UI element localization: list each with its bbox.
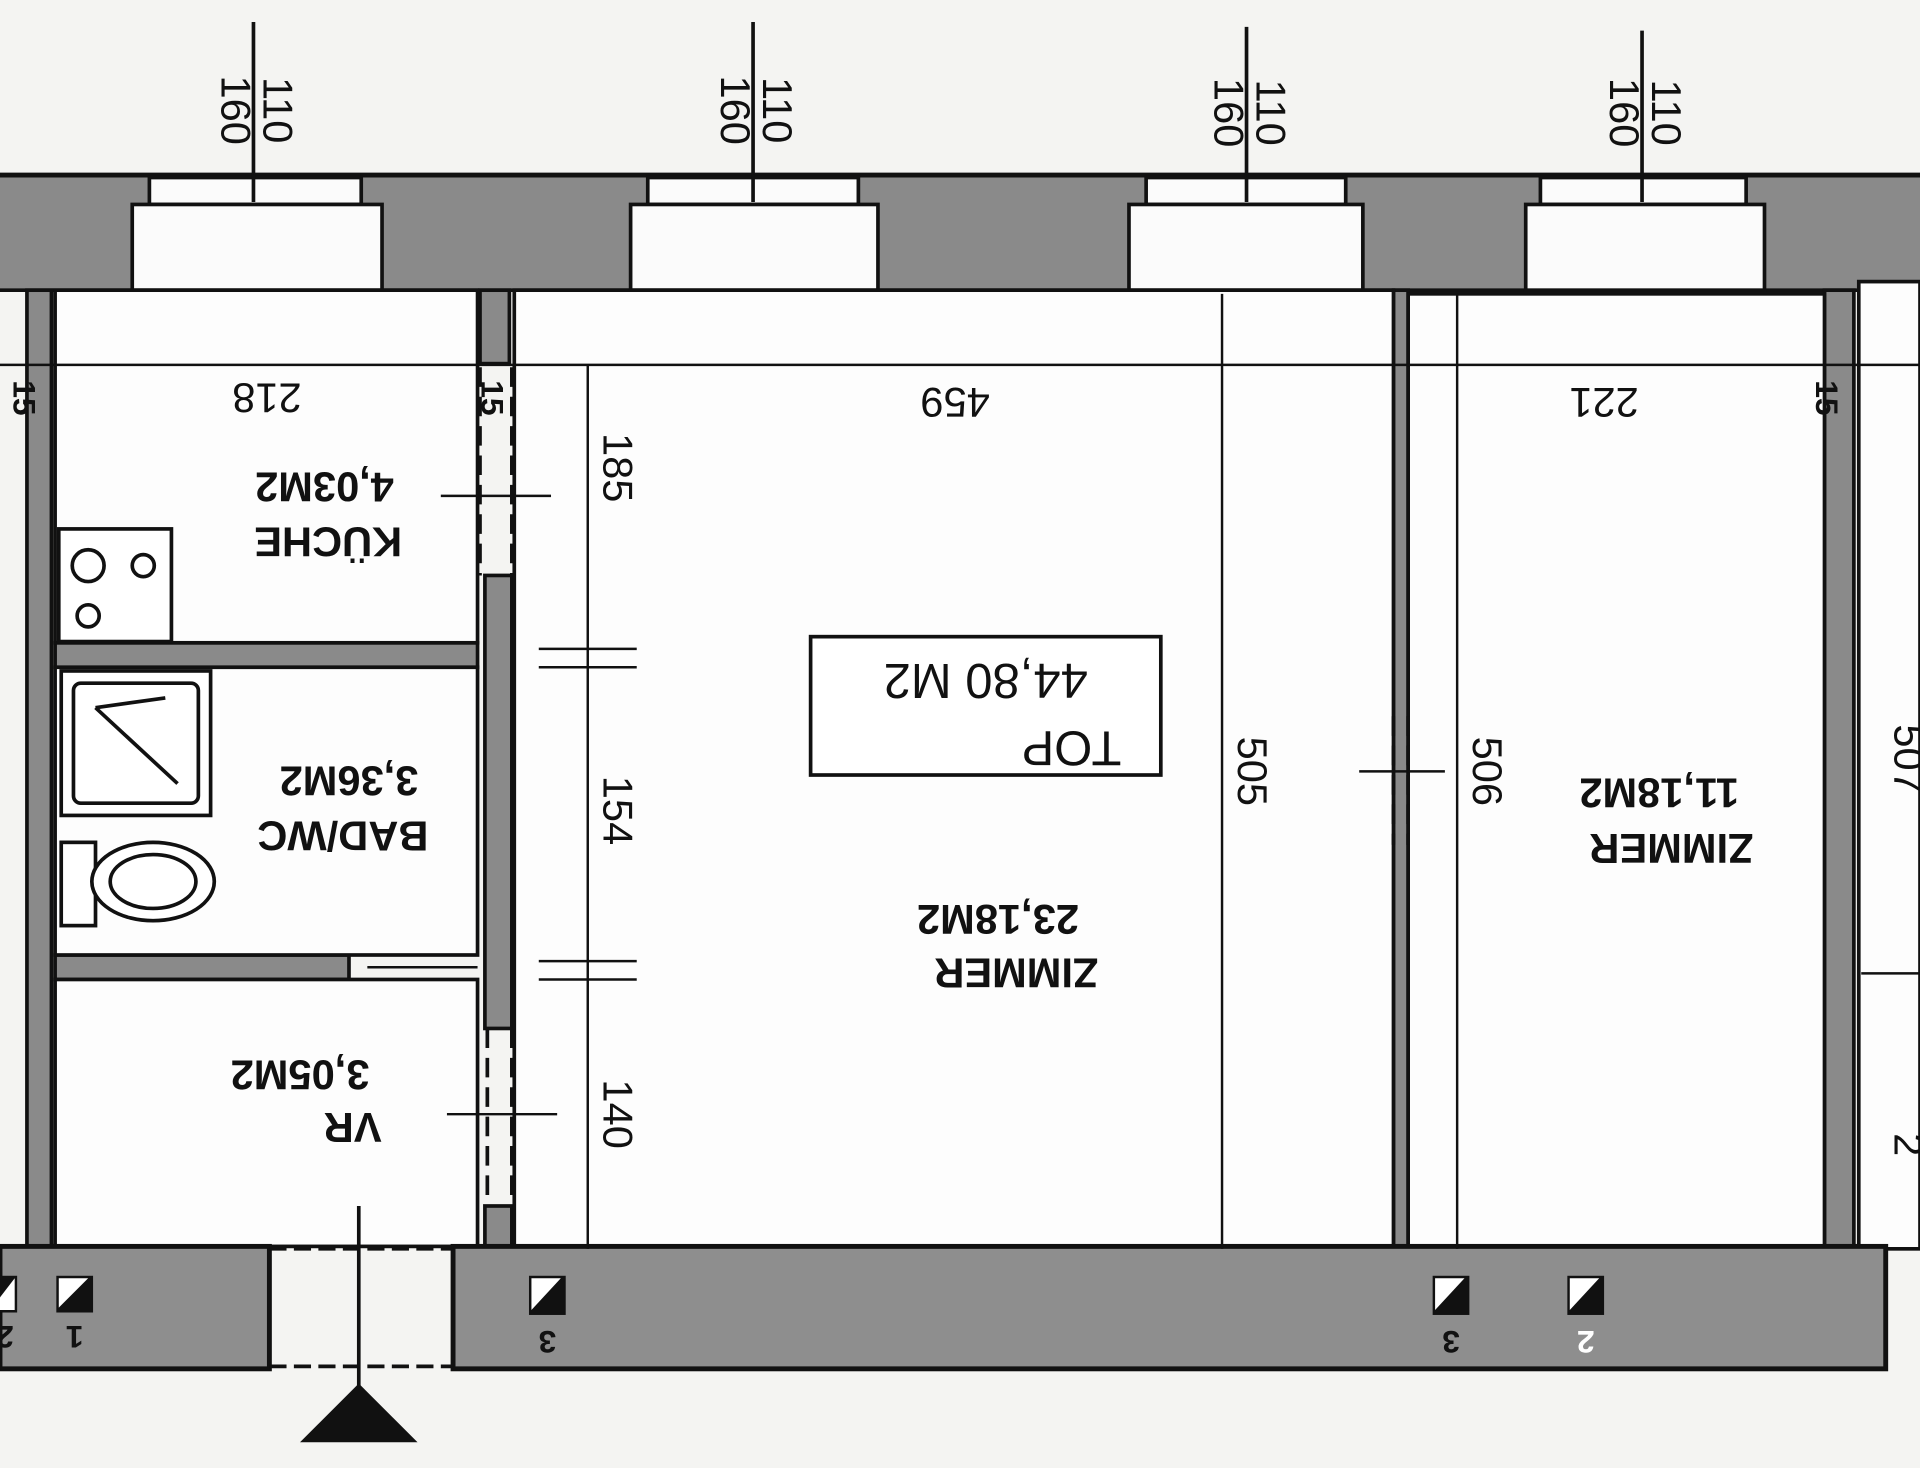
window-dimension-labels: 160 110 160 110 160 110 160 110 bbox=[213, 75, 1690, 147]
kitchen-area: 4,03M2 bbox=[255, 464, 394, 511]
outlet-markers: 2 1 3 3 2 bbox=[0, 1275, 1605, 1360]
kitchen-name: KÜCHE bbox=[254, 519, 402, 566]
window-4-width: 110 bbox=[1643, 79, 1690, 145]
kitchen-width: 218 bbox=[232, 374, 301, 421]
shower-icon bbox=[59, 669, 213, 818]
outlet-marker: 1 bbox=[56, 1275, 94, 1355]
depth-185: 185 bbox=[595, 433, 642, 502]
interior-walls bbox=[25, 288, 1856, 1251]
unit-summary-box bbox=[808, 634, 1163, 777]
window-dimension-lines bbox=[251, 22, 1644, 203]
labels: 218 459 221 15 15 15 4,03M2 KÜCHE 3,36M2… bbox=[7, 374, 1920, 1156]
window-3-width: 110 bbox=[1247, 79, 1294, 145]
bath-name: BAD/WC bbox=[257, 813, 428, 860]
depth-507: 507 bbox=[1885, 724, 1920, 793]
unit-area: 44,80 M2 bbox=[884, 653, 1088, 707]
hall-name: VR bbox=[324, 1104, 382, 1151]
hall-area: 3,05M2 bbox=[231, 1051, 370, 1098]
svg-text:3: 3 bbox=[538, 1324, 556, 1360]
toilet-icon bbox=[59, 840, 217, 928]
depth-154: 154 bbox=[595, 776, 642, 845]
dimension-lines bbox=[0, 293, 1920, 1249]
main-room-name: ZIMMER bbox=[934, 950, 1098, 997]
dashed-openings bbox=[478, 367, 1410, 1206]
wall-width-2: 15 bbox=[474, 380, 510, 415]
window-1-height: 160 bbox=[213, 75, 260, 144]
window-2-height: 160 bbox=[712, 75, 759, 144]
svg-text:1: 1 bbox=[66, 1319, 84, 1355]
depth-505: 505 bbox=[1229, 737, 1276, 806]
unit-label: TOP bbox=[1022, 720, 1122, 774]
wall-width-1: 15 bbox=[7, 380, 43, 415]
svg-text:2: 2 bbox=[1577, 1324, 1595, 1360]
svg-text:2: 2 bbox=[0, 1319, 14, 1355]
main-room-width: 459 bbox=[920, 379, 989, 426]
windows bbox=[130, 175, 1767, 293]
bath-area: 3,36M2 bbox=[280, 757, 419, 804]
side-room-width: 221 bbox=[1569, 379, 1638, 426]
side-room-area: 11,18M2 bbox=[1579, 770, 1739, 817]
outlet-marker: 2 bbox=[0, 1275, 18, 1355]
bottom-wall bbox=[0, 1243, 1889, 1372]
wall-width-3: 15 bbox=[1809, 380, 1845, 415]
depth-2: 2 bbox=[1885, 1133, 1920, 1156]
outlet-marker: 3 bbox=[1432, 1275, 1470, 1360]
main-room-area: 23,18M2 bbox=[917, 896, 1079, 943]
depth-140: 140 bbox=[595, 1079, 642, 1148]
side-room-name: ZIMMER bbox=[1589, 825, 1753, 872]
window-1-width: 110 bbox=[254, 77, 301, 143]
entrance-door bbox=[269, 1205, 454, 1409]
svg-text:3: 3 bbox=[1442, 1324, 1460, 1360]
outlet-marker: 2 bbox=[1567, 1275, 1605, 1360]
window-2-width: 110 bbox=[754, 77, 801, 143]
stove-icon bbox=[56, 527, 174, 644]
depth-506: 506 bbox=[1464, 737, 1511, 806]
entrance-arrow-icon bbox=[300, 1383, 418, 1443]
window-3-height: 160 bbox=[1206, 78, 1253, 147]
outlet-marker: 3 bbox=[528, 1275, 566, 1360]
window-4-height: 160 bbox=[1601, 78, 1648, 147]
